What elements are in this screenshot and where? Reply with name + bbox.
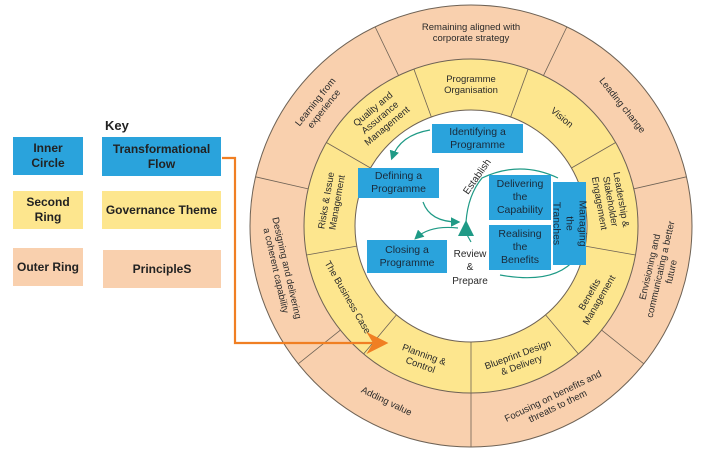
key-transformational-flow: Transformational Flow: [102, 137, 221, 176]
outer-ring-principle-line: corporate strategy: [433, 33, 510, 44]
key-outer-ring: Outer Ring: [13, 248, 83, 286]
flow-loop: [465, 168, 559, 223]
segment-divider: [326, 142, 371, 169]
governance-theme-line: Programme: [446, 74, 496, 85]
defining-a-programme: Defining a Programme: [358, 168, 439, 198]
segment-divider: [297, 329, 341, 365]
key-title: Key: [105, 118, 129, 133]
flow-arrow: [414, 226, 459, 240]
realising-the-benefits: Realising the Benefits: [489, 225, 551, 270]
flow-arrow: [389, 129, 431, 161]
key-governance-theme: Governance Theme: [102, 191, 221, 229]
delivering-the-capability: Delivering the Capability: [489, 175, 551, 220]
segment-divider: [543, 26, 568, 76]
segment-divider: [545, 314, 579, 355]
key-second-ring: Second Ring: [13, 191, 83, 229]
outer-ring-principle-line: future: [664, 259, 680, 285]
governance-theme-line: Organisation: [444, 85, 498, 96]
managing-the-tranches-label: Managing the Tranches: [551, 200, 589, 247]
closing-a-programme: Closing a Programme: [367, 240, 447, 273]
segment-divider: [510, 68, 529, 118]
review-amp: &: [467, 262, 474, 273]
review-label: Review: [454, 249, 488, 260]
segment-divider: [413, 68, 432, 118]
segment-divider: [571, 142, 616, 169]
key-connector-arrow: [222, 156, 389, 354]
key-inner-circle: Inner Circle: [13, 137, 83, 175]
segment-divider: [585, 245, 636, 256]
review-triangle-icon: [458, 220, 474, 236]
prepare-label: Prepare: [452, 276, 488, 287]
key-principles: PrincipleS: [103, 250, 221, 288]
segment-divider: [633, 176, 687, 190]
outer-ring-principle-line: Remaining aligned with: [422, 22, 520, 33]
segment-divider: [306, 245, 357, 256]
identifying-a-programme: Identifying a Programme: [432, 124, 523, 153]
segment-divider: [255, 176, 309, 190]
segment-divider: [374, 26, 399, 76]
segment-divider: [601, 329, 645, 365]
managing-the-tranches: Managing the Tranches: [551, 182, 589, 265]
flow-arrow: [422, 201, 461, 227]
